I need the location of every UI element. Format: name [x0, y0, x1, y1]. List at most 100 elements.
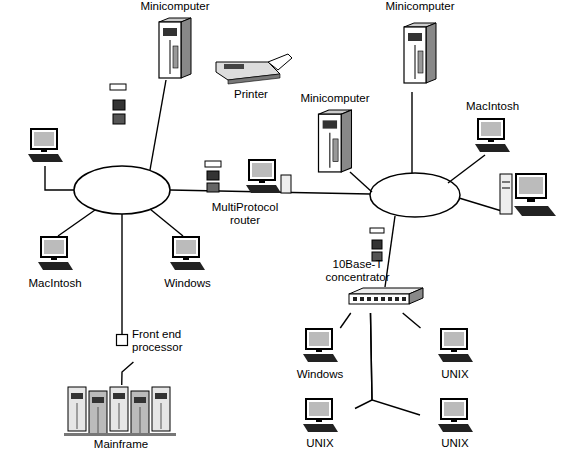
keyboard [38, 262, 73, 270]
pc-symbol [38, 237, 73, 270]
router-box [207, 171, 219, 180]
transceiver-group [110, 84, 384, 261]
tower-slot [502, 188, 510, 189]
pc-node: UNIX [420, 398, 490, 454]
minicomputer-node: Minicomputer [380, 0, 460, 92]
cable-connector [355, 313, 372, 409]
cabinet-side [341, 110, 351, 172]
cabinet-door [173, 46, 178, 68]
wire-group [45, 80, 505, 334]
device-icon [116, 334, 128, 346]
pc-node: Windows [285, 328, 355, 386]
keyboard [303, 424, 338, 432]
device-label: Minicomputer [380, 0, 460, 13]
printer-base [228, 74, 280, 84]
screen [519, 177, 543, 194]
device-label: 10Base-T concentrator [315, 258, 400, 284]
device-label: UNIX [285, 437, 355, 450]
cabinet-side [426, 23, 436, 83]
pc-node: MacIntosh [455, 100, 530, 158]
monitor [441, 399, 467, 419]
mainframe-seam [98, 407, 99, 433]
cabinet-panel [408, 33, 422, 41]
router-box [205, 161, 221, 167]
cabinet-seam [329, 133, 330, 168]
device-label: Mainframe [62, 438, 180, 451]
mainframe-seam [161, 403, 162, 429]
device-icon [300, 398, 340, 434]
stand [259, 180, 265, 183]
transceiver [110, 84, 126, 90]
screen [481, 122, 501, 136]
hub-port [367, 297, 371, 301]
pc-node: UNIX [420, 328, 490, 386]
keyboard [438, 424, 473, 432]
device-icon [314, 108, 356, 174]
router-pc [246, 160, 281, 193]
screen [309, 332, 329, 346]
tower-slot [502, 182, 510, 183]
stand [183, 257, 189, 260]
stand [488, 139, 494, 142]
processor-box [117, 335, 128, 346]
mainframe-symbol [64, 387, 176, 436]
printer-node: Printer [210, 48, 292, 106]
pc-symbol [475, 119, 510, 152]
keyboard [514, 206, 556, 216]
processor-node: Front end processor [114, 326, 194, 362]
hub-port [388, 297, 392, 301]
transceiver [113, 100, 125, 110]
screen [252, 163, 272, 177]
device-icon [155, 16, 195, 80]
wire [459, 198, 505, 212]
cabinet-seam [415, 45, 416, 79]
pc-node: Windows [150, 235, 225, 295]
fep-symbol [117, 335, 128, 346]
device-icon [167, 235, 207, 273]
keyboard [438, 354, 473, 362]
mini-symbol [319, 110, 352, 172]
hub-port [374, 297, 378, 301]
hub-port [381, 297, 385, 301]
router-symbol [205, 160, 291, 193]
keyboard [475, 144, 510, 152]
monitor [173, 237, 199, 257]
mainframe-panel [71, 393, 83, 399]
transceiver [372, 240, 382, 249]
stand [527, 198, 535, 202]
device-label: Windows [150, 277, 225, 290]
wire [58, 210, 95, 236]
cable-connector [122, 362, 134, 385]
cable-connector [340, 313, 350, 328]
cabinet-panel [323, 120, 337, 128]
hub-side [409, 288, 423, 304]
printer-paper [268, 54, 292, 70]
keyboard [28, 154, 63, 162]
pc-symbol [438, 329, 473, 362]
device-icon [35, 235, 75, 273]
screen [176, 240, 196, 254]
device-label: MacIntosh [455, 100, 530, 113]
printer-panel [224, 64, 244, 69]
screen [309, 402, 329, 416]
router-cable-box [281, 175, 291, 193]
workstation-symbol [500, 174, 556, 216]
hub-port [395, 297, 399, 301]
pc-symbol [170, 237, 205, 270]
cabinet-seam [170, 40, 171, 74]
device-label: Minicomputer [295, 92, 375, 105]
mainframe-seam [119, 403, 120, 429]
device-label: Windows [285, 368, 355, 381]
device-icon [210, 48, 292, 84]
mainframe-node: Mainframe [62, 385, 180, 454]
device-icon [195, 155, 295, 199]
stand [41, 149, 47, 152]
mainframe-cabinet [89, 391, 107, 435]
transceiver [113, 114, 125, 124]
mini-symbol [159, 18, 191, 78]
mainframe-panel [155, 393, 167, 399]
keyboard [170, 262, 205, 270]
mini-symbol [404, 23, 436, 83]
device-icon [435, 328, 475, 364]
